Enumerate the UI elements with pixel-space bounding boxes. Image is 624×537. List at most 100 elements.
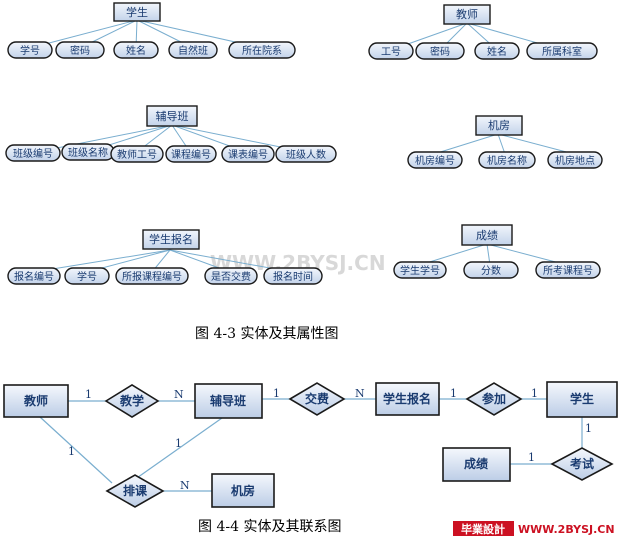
attr-oval — [526, 42, 598, 60]
entity-label-tutoring-class: 辅导班 — [156, 109, 189, 123]
er-lines — [39, 398, 583, 492]
attr-label: 分数 — [481, 264, 501, 277]
attr-label: 密码 — [70, 44, 90, 57]
cardinality-label: N — [180, 479, 190, 492]
relationship-label-attend: 参加 — [482, 391, 506, 406]
attr-label: 班级人数 — [286, 148, 326, 161]
logo-url: WWW.2BYSJ.CN — [518, 523, 615, 536]
entity-box-lab — [475, 115, 523, 136]
site-logo: 毕業設計 WWW.2BYSJ.CN — [453, 521, 615, 536]
attr-label: 机房编号 — [415, 154, 455, 167]
er-entity-teacher — [3, 384, 69, 418]
relationship-diamond-attend — [465, 382, 523, 416]
attr-oval — [7, 41, 53, 59]
attribute-figure: 学生 学号 密码 姓名 自然班 所在院系 教师 工号 密码 姓名 — [5, 2, 603, 342]
attr-label: 是否交费 — [211, 270, 251, 283]
relationship-diamond-teach — [104, 384, 160, 418]
attr-oval — [228, 41, 296, 59]
attr-oval — [368, 42, 414, 60]
cardinality-label: 1 — [175, 437, 182, 450]
er-entity-lab — [211, 473, 275, 508]
relationship-label-pay: 交费 — [305, 391, 329, 406]
attr-oval — [547, 151, 603, 169]
attr-oval — [5, 144, 61, 162]
attr-group-teacher: 教师 工号 密码 姓名 所属科室 — [368, 4, 598, 60]
relationship-diamond-exam — [550, 447, 614, 481]
er-entity-label-student: 学生 — [570, 391, 594, 406]
attr-oval — [415, 42, 465, 60]
attr-label: 机房名称 — [487, 154, 527, 167]
logo-badge: 毕業設計 — [461, 522, 505, 536]
attr-oval — [55, 41, 105, 59]
cardinality-label: 1 — [273, 387, 280, 400]
attr-label: 班级编号 — [13, 147, 53, 160]
attr-group-student: 学生 学号 密码 姓名 自然班 所在院系 — [7, 2, 296, 59]
attr-label: 所报课程编号 — [122, 270, 182, 283]
er-entity-label-tutoring-class: 辅导班 — [210, 393, 246, 408]
er-entity-student — [546, 381, 618, 418]
attr-label: 所属科室 — [542, 45, 582, 58]
attr-label: 课表编号 — [228, 148, 268, 161]
er-entity-label-lab: 机房 — [231, 483, 255, 498]
attr-label: 密码 — [430, 45, 450, 58]
entity-box-student — [113, 2, 161, 22]
cardinality-label: N — [174, 388, 184, 401]
entity-label-teacher: 教师 — [456, 8, 478, 21]
er-entity-enrollment — [375, 382, 440, 416]
relationship-label-schedule: 排课 — [123, 483, 148, 498]
relationship-label-exam: 考试 — [570, 456, 594, 471]
attr-label: 机房地点 — [555, 154, 595, 167]
attr-label: 报名时间 — [273, 270, 313, 283]
attr-group-enrollment: 学生报名 报名编号 学号 所报课程编号 是否交费 报名时间 — [7, 229, 323, 285]
relationship-label-teach: 教学 — [119, 393, 144, 408]
attr-label: 所在院系 — [242, 44, 282, 57]
attr-label: 自然班 — [178, 44, 208, 57]
attr-label: 学号 — [77, 270, 97, 283]
attr-oval — [535, 261, 601, 279]
attr-oval — [263, 267, 323, 285]
cardinality-label: 1 — [85, 388, 92, 401]
attr-oval — [7, 267, 61, 285]
cardinality-label: 1 — [68, 445, 75, 458]
attr-oval — [115, 267, 189, 285]
attr-group-lab: 机房 机房编号 机房名称 机房地点 — [407, 115, 603, 169]
attr-oval — [165, 145, 217, 163]
attr-label: 姓名 — [126, 44, 146, 57]
attr-label: 所考课程号 — [543, 265, 593, 277]
entity-label-student: 学生 — [126, 5, 148, 19]
attr-oval — [478, 151, 536, 169]
attr-label: 课程编号 — [171, 148, 211, 161]
attr-oval — [64, 267, 110, 285]
er-entity-label-teacher: 教师 — [23, 393, 48, 408]
attr-oval — [393, 261, 447, 279]
attr-oval — [275, 145, 337, 163]
attr-oval — [474, 42, 520, 60]
entity-label-enrollment: 学生报名 — [149, 232, 193, 246]
er-entity-label-grade: 成绩 — [464, 456, 488, 471]
attr-oval — [113, 41, 159, 59]
entity-label-grade: 成绩 — [476, 229, 498, 242]
attr-label: 报名编号 — [14, 270, 54, 283]
er-entity-grade — [442, 447, 511, 482]
attr-label: 工号 — [381, 46, 401, 58]
attr-oval — [407, 151, 463, 169]
cardinality-label: 1 — [531, 387, 538, 400]
entity-label-lab: 机房 — [488, 118, 510, 132]
attr-label: 班级名称 — [68, 146, 108, 159]
er-figure: 教学 交费 参加 考试 排课 教师 辅导班 学生报名 学生 成绩 机房 1 N … — [3, 381, 618, 535]
attr-oval — [463, 261, 519, 279]
logo-badge-bg — [453, 521, 514, 536]
relationship-diamond-pay — [288, 382, 346, 416]
er-entity-label-enrollment: 学生报名 — [383, 391, 431, 406]
attr-oval — [221, 145, 275, 163]
attr-oval — [204, 267, 258, 285]
figure-caption-er: 图 4-4 实体及其联系图 — [198, 519, 341, 535]
cardinality-label: 1 — [528, 451, 535, 464]
attr-label: 姓名 — [487, 45, 507, 58]
er-entity-tutoring-class — [194, 383, 263, 419]
figure-caption-attributes: 图 4-3 实体及其属性图 — [195, 326, 338, 342]
attr-oval — [168, 41, 218, 59]
attr-oval — [110, 145, 164, 163]
entity-box-grade — [461, 224, 513, 246]
